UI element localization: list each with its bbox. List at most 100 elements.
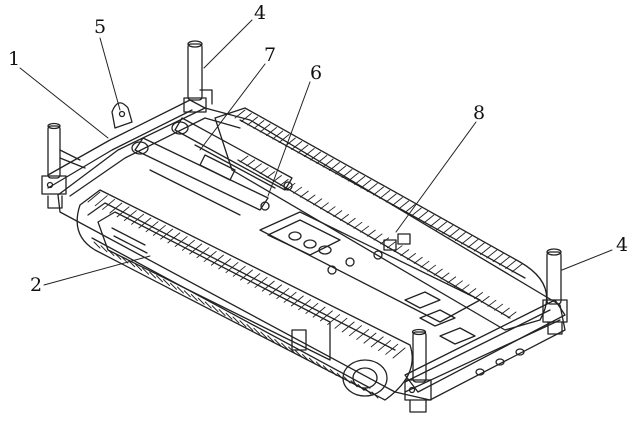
track-shoe-line xyxy=(494,303,504,311)
callout-1: 1 xyxy=(8,48,21,70)
track-shoe-line xyxy=(225,312,233,320)
leader-7 xyxy=(199,63,266,151)
track-shoe-line xyxy=(440,272,450,280)
track-shoe-line xyxy=(511,263,523,273)
track-shoe-line xyxy=(423,214,435,224)
leader-4-rear xyxy=(203,19,253,69)
track-shoe-line xyxy=(370,336,384,348)
track-shoe-line xyxy=(346,217,356,225)
track-shoe-line xyxy=(333,210,343,218)
track-shoe-line xyxy=(291,141,303,150)
track-shoe-line xyxy=(297,144,309,154)
track-shoe-line xyxy=(218,258,232,270)
track-shoe-line xyxy=(87,191,101,203)
track-shoe-line xyxy=(380,237,390,245)
track-shoe-line xyxy=(295,350,302,358)
track-shoe-line xyxy=(454,232,466,241)
track-shoe-line xyxy=(225,262,239,274)
track-shoe-line xyxy=(232,316,240,324)
track-shoe-line xyxy=(278,134,290,143)
track-shoe-line xyxy=(313,198,323,206)
track-shoe-line xyxy=(303,148,315,157)
track-shoe-line xyxy=(326,206,336,214)
track-shoe-line xyxy=(505,260,517,269)
track-shoe-line xyxy=(288,346,296,354)
track-shoe-line xyxy=(420,260,430,268)
track-shoe-line xyxy=(114,252,122,260)
track-shoe-line xyxy=(357,384,365,391)
leader-5 xyxy=(99,37,121,111)
track-shoe-line xyxy=(366,229,376,237)
track-shoe-line xyxy=(131,213,145,225)
track-shoe-line xyxy=(298,299,312,311)
track-shoe-line xyxy=(176,286,184,294)
callout-6: 6 xyxy=(310,62,323,84)
track-shoe-line xyxy=(274,339,282,346)
track-shoe-line xyxy=(309,357,316,365)
track-shoe-line xyxy=(190,294,198,301)
track-shoe-line xyxy=(398,200,410,210)
leader-1 xyxy=(19,67,109,139)
track-shoe-line xyxy=(335,165,347,175)
track-shoe-line xyxy=(379,190,391,199)
track-shoe-line xyxy=(163,279,170,286)
track-shoe-line xyxy=(429,218,441,227)
track-shoe-line xyxy=(273,175,282,182)
track-shoe-line xyxy=(336,372,344,380)
track-shoe-line xyxy=(378,340,391,352)
track-shoe-line xyxy=(181,239,195,251)
track-shoe-line xyxy=(102,198,115,210)
track-shoe-line xyxy=(246,324,254,331)
track-shoe-line xyxy=(341,169,353,178)
track-shoe-line xyxy=(239,155,249,163)
track-shoe-line xyxy=(169,282,177,290)
right-crawler-track xyxy=(214,107,548,331)
hydraulic-cylinder-assembly xyxy=(131,117,293,216)
track-shoe-line xyxy=(281,342,289,350)
track-shoe-line xyxy=(259,123,271,133)
track-shoe-line xyxy=(391,197,403,206)
track-shoe-line xyxy=(123,210,137,222)
track-shoe-line xyxy=(306,194,316,202)
track-shoe-line xyxy=(279,178,289,186)
track-shoe-line xyxy=(400,249,410,257)
track-shoe-line xyxy=(328,162,340,171)
track-shoe-line xyxy=(203,250,217,262)
track-shoe-line xyxy=(253,120,265,129)
track-shoe-line xyxy=(461,235,473,245)
track-shoe-line xyxy=(156,275,164,283)
track-shoe-line xyxy=(498,256,510,266)
track-shoe-line xyxy=(404,204,416,213)
track-shoe-line xyxy=(322,365,330,373)
leader-2 xyxy=(43,255,151,286)
track-shoe-line xyxy=(427,264,437,272)
track-shoe-line xyxy=(266,127,277,136)
track-shoe-line xyxy=(276,288,290,300)
track-shoe-line xyxy=(259,167,269,175)
track-shoe-line xyxy=(433,268,443,276)
leader-lines xyxy=(19,19,613,286)
track-shoe-line xyxy=(348,325,362,337)
track-shoe-line xyxy=(252,163,262,171)
track-shoe-line xyxy=(417,211,429,220)
track-shoe-line xyxy=(197,297,205,305)
track-shoe-line xyxy=(246,159,256,167)
lifting-lug xyxy=(111,102,133,129)
track-shoe-line xyxy=(299,190,309,198)
track-shoe-line xyxy=(247,116,259,126)
track-shoe-line xyxy=(142,267,150,275)
track-shoe-line xyxy=(322,158,334,168)
track-shoe-line xyxy=(204,301,212,309)
track-shoe-line xyxy=(413,256,423,264)
track-shoe-line xyxy=(196,247,210,259)
track-shoe-line xyxy=(189,243,203,255)
track-shoe-line xyxy=(149,271,157,279)
track-shoe-line xyxy=(253,327,261,335)
track-shoe-line xyxy=(467,288,477,296)
track-shoe-line xyxy=(319,202,329,210)
track-shoe-line xyxy=(487,299,497,307)
track-shoe-line xyxy=(366,183,378,192)
track-shoe-line xyxy=(109,202,123,214)
leader-8 xyxy=(395,121,477,233)
track-shoe-line xyxy=(340,214,349,221)
